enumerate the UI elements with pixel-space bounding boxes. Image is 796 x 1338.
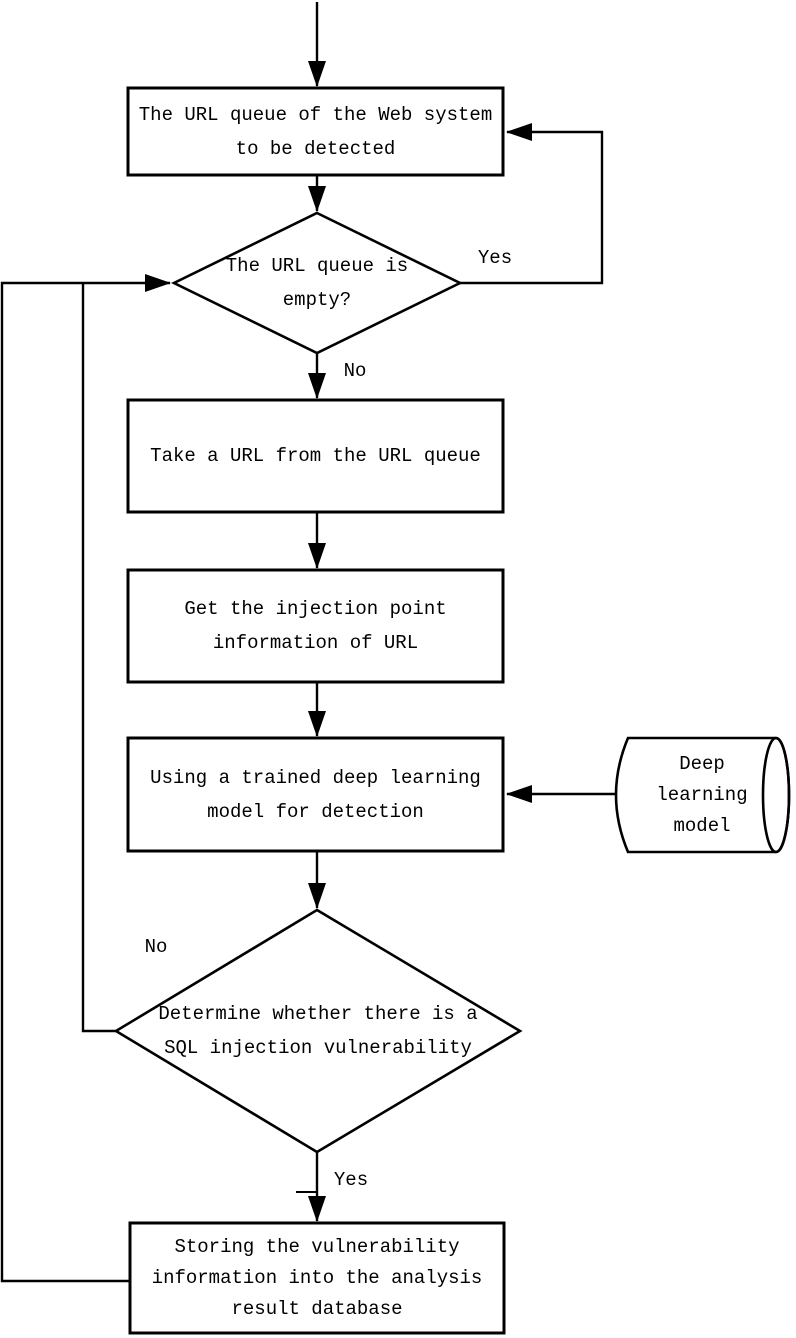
store-box-label: Storing the vulnerability information in…: [130, 1223, 504, 1333]
vulnerability-line1: Determine whether there is a: [158, 1003, 478, 1025]
vulnerability-line2: SQL injection vulnerability: [164, 1037, 472, 1059]
take-url-box-label: Take a URL from the URL queue: [128, 400, 503, 512]
detection-box-label: Using a trained deep learning model for …: [128, 738, 503, 851]
detection-line2: model for detection: [207, 800, 424, 823]
store-box-shape: [128, 1221, 506, 1335]
vulnerability-diamond-shape: [113, 908, 523, 1154]
detection-box-shape: [126, 736, 505, 853]
label-queue-empty-yes: Yes: [477, 247, 513, 269]
url-queue-box-line2: to be detected: [235, 137, 396, 160]
injection-point-box-shape: [126, 568, 505, 684]
store-line3: result database: [231, 1297, 403, 1320]
label-queue-empty-no: No: [343, 360, 367, 382]
store-line1: Storing the vulnerability: [174, 1235, 460, 1258]
model-cylinder-label: Deep learning model: [626, 740, 778, 850]
model-line2: learning: [656, 783, 748, 806]
take-url-box-shape: [126, 398, 505, 514]
arrow-store-feedback-to-emptycheck: [0, 274, 171, 1283]
model-cylinder-cap: [761, 736, 791, 854]
queue-empty-line1: The URL queue is: [225, 255, 409, 277]
queue-empty-line2: empty?: [282, 289, 352, 311]
injection-point-line1: Get the injection point: [184, 598, 447, 620]
model-line1: Deep: [679, 752, 725, 775]
model-line3: model: [673, 814, 731, 837]
vulnerability-diamond-label: Determine whether there is a SQL injecti…: [116, 910, 520, 1152]
store-line2: information into the analysis: [151, 1266, 483, 1289]
line-vulncheck-no-loop: [81, 284, 116, 1033]
url-queue-box-shape: [126, 86, 505, 177]
queue-empty-diamond-shape: [171, 211, 463, 355]
arrow-emptycheck-yes-loop: [460, 123, 604, 285]
take-url-line1: Take a URL from the URL queue: [150, 445, 481, 467]
url-queue-box-line1: The URL queue of the Web system: [138, 103, 493, 126]
url-queue-box-label: The URL queue of the Web system to be de…: [128, 88, 503, 175]
queue-empty-diamond-label: The URL queue is empty?: [174, 213, 460, 353]
injection-point-box-label: Get the injection point information of U…: [128, 570, 503, 682]
detection-line1: Using a trained deep learning: [150, 766, 481, 789]
injection-point-line2: information of URL: [212, 632, 419, 654]
label-vulnerability-no: No: [144, 936, 168, 958]
label-vulnerability-yes: Yes: [333, 1169, 369, 1191]
